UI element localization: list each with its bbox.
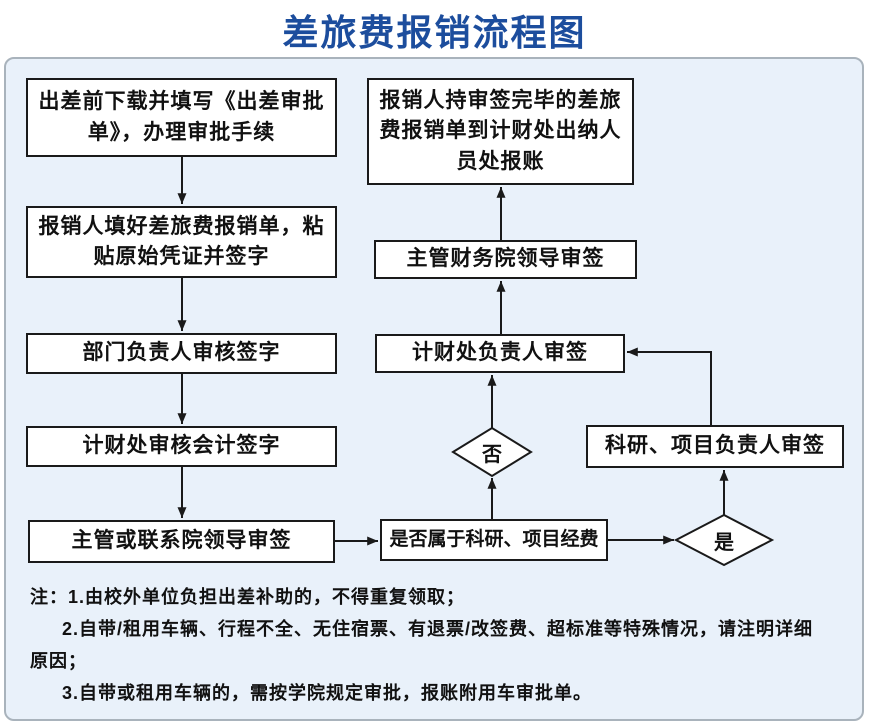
node-download-form: 出差前下载并填写《出差审批单》，办理审批手续 bbox=[26, 78, 337, 157]
diamond-yes-label: 是 bbox=[714, 531, 734, 554]
node-cashier-reimburse: 报销人持审签完毕的差旅费报销单到计财处出纳人员处报账 bbox=[367, 78, 634, 185]
diamond-no-label: 否 bbox=[482, 443, 502, 466]
page-title: 差旅费报销流程图 bbox=[282, 13, 587, 53]
node-research-pi-sign: 科研、项目负责人审签 bbox=[586, 425, 844, 468]
note-line: 3.自带或租用车辆的，需按学院规定审批，报账附用车审批单。 bbox=[62, 683, 593, 703]
note-line: 2.自带/租用车辆、行程不全、无住宿票、有退票/改签费、超标准等特殊情况，请注明… bbox=[62, 619, 814, 639]
node-dept-head-sign: 部门负责人审核签字 bbox=[26, 333, 337, 374]
notes: 注：1.由校外单位负担出差补助的，不得重复领取； 2.自带/租用车辆、行程不全、… bbox=[30, 581, 846, 709]
node-fund-check: 是否属于科研、项目经费 bbox=[380, 519, 608, 561]
note-line: 原因； bbox=[30, 651, 87, 671]
note-line: 注：1.由校外单位负担出差补助的，不得重复领取； bbox=[30, 587, 466, 607]
node-fill-form: 报销人填好差旅费报销单，粘贴原始凭证并签字 bbox=[26, 206, 337, 278]
node-finance-vp-sign: 主管财务院领导审签 bbox=[374, 240, 637, 279]
node-finance-head-sign: 计财处负责人审签 bbox=[375, 334, 625, 373]
node-finance-accountant-sign: 计财处审核会计签字 bbox=[26, 426, 337, 467]
node-college-leader-sign: 主管或联系院领导审签 bbox=[28, 520, 335, 563]
